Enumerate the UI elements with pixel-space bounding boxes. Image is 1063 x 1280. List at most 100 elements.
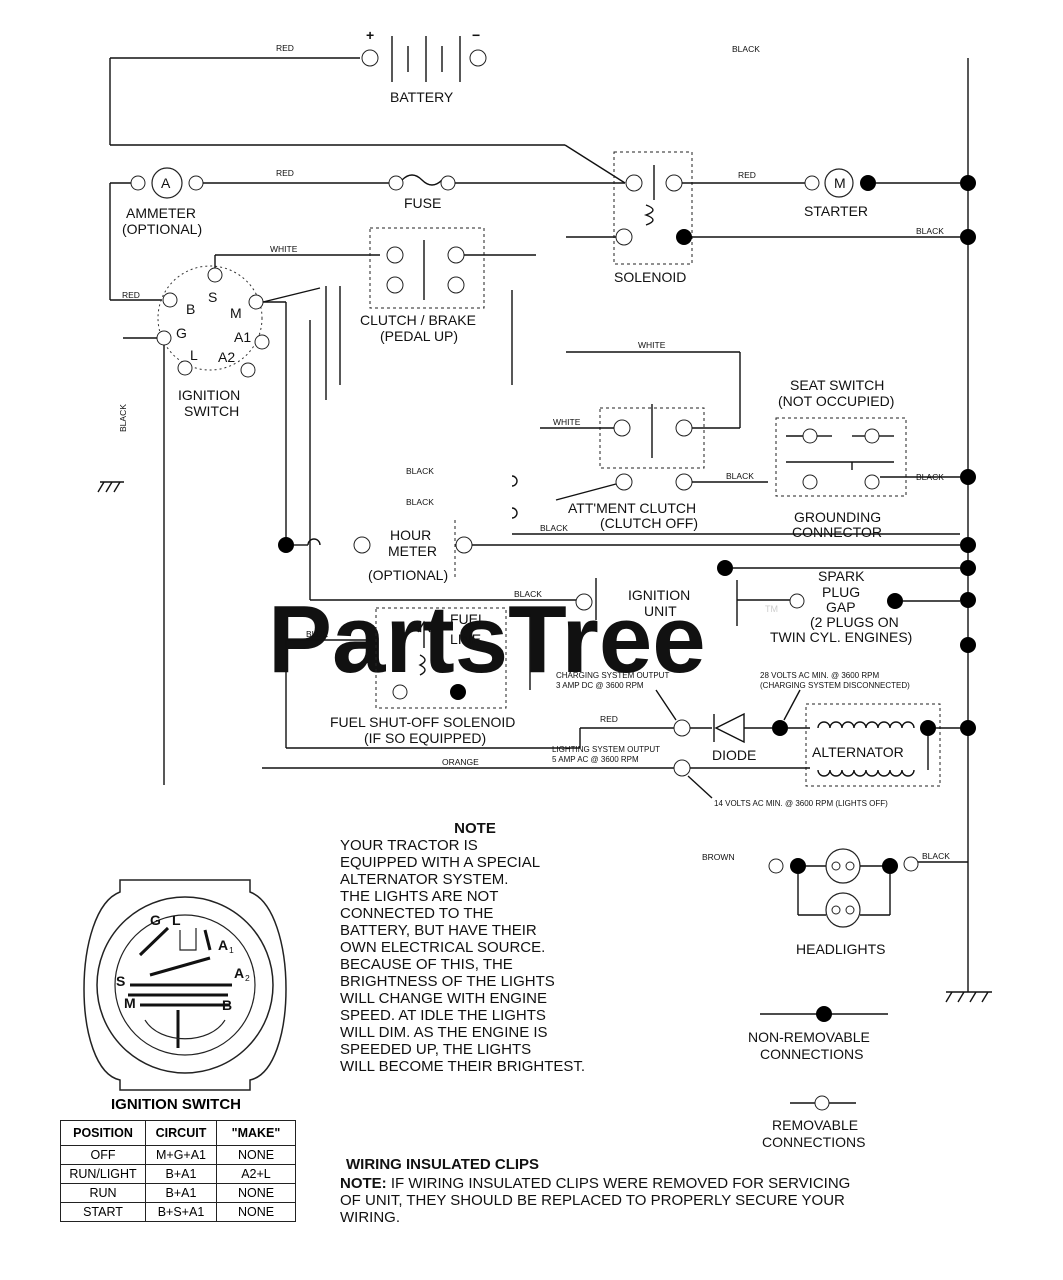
ground-symbol-left <box>97 481 124 493</box>
svg-text:REMOVABLE: REMOVABLE <box>772 1117 858 1133</box>
svg-text:RED: RED <box>276 168 294 178</box>
svg-text:NON-REMOVABLE: NON-REMOVABLE <box>748 1029 870 1045</box>
ignition-switch: B S M G A1 L A2 IGNITION SWITCH <box>156 265 270 419</box>
svg-text:HOUR: HOUR <box>390 527 431 543</box>
svg-text:LIGHTING SYSTEM OUTPUT: LIGHTING SYSTEM OUTPUT <box>552 745 660 754</box>
svg-text:G: G <box>176 325 187 341</box>
svg-text:A: A <box>234 965 244 981</box>
legend-removable: REMOVABLE CONNECTIONS <box>762 1095 865 1150</box>
clips-note-label: NOTE: <box>340 1175 387 1192</box>
svg-text:(2 PLUGS ON: (2 PLUGS ON <box>810 614 899 630</box>
svg-text:DIODE: DIODE <box>712 747 756 763</box>
svg-text:IGNITION: IGNITION <box>628 587 690 603</box>
col-circuit: CIRCUIT <box>145 1120 217 1146</box>
svg-text:14 VOLTS AC MIN. @ 3600 RPM (L: 14 VOLTS AC MIN. @ 3600 RPM (LIGHTS OFF) <box>714 799 888 808</box>
svg-text:FUEL: FUEL <box>450 611 486 627</box>
legend-nonremovable: NON-REMOVABLE CONNECTIONS <box>748 1006 888 1062</box>
lighting-output: LIGHTING SYSTEM OUTPUT 5 AMP AC @ 3600 R… <box>552 745 888 808</box>
svg-text:(CLUTCH OFF): (CLUTCH OFF) <box>600 515 698 531</box>
svg-text:L: L <box>190 347 198 363</box>
note-title: NOTE <box>454 820 496 837</box>
svg-text:WHITE: WHITE <box>553 417 581 427</box>
svg-text:WHITE: WHITE <box>270 244 298 254</box>
headlights: BROWN BLACK HEADLIGHTS <box>702 848 968 957</box>
alternator: ALTERNATOR <box>805 703 941 787</box>
svg-text:A: A <box>161 175 171 191</box>
ammeter: A AMMETER (OPTIONAL) <box>109 167 204 301</box>
svg-text:(OPTIONAL): (OPTIONAL) <box>122 221 202 237</box>
ignition-unit: IGNITION UNIT <box>575 578 690 620</box>
svg-text:LINE: LINE <box>450 631 481 647</box>
svg-text:5 AMP AC @ 3600 RPM: 5 AMP AC @ 3600 RPM <box>552 755 639 764</box>
svg-text:IGNITION: IGNITION <box>178 387 240 403</box>
svg-text:G: G <box>150 912 161 928</box>
col-make: "MAKE" <box>216 1120 296 1146</box>
svg-text:B: B <box>186 301 195 317</box>
svg-text:UNIT: UNIT <box>644 603 677 619</box>
ignition-table: POSITION CIRCUIT "MAKE" OFF M+G+A1 NONE … <box>60 1120 296 1222</box>
svg-text:M: M <box>834 175 846 191</box>
svg-text:CONNECTIONS: CONNECTIONS <box>762 1134 865 1150</box>
svg-text:28 VOLTS AC MIN. @ 3600 RPM: 28 VOLTS AC MIN. @ 3600 RPM <box>760 671 879 680</box>
ground-symbol-right <box>945 991 992 1003</box>
hour-meter: HOUR METER (OPTIONAL) <box>353 520 473 583</box>
svg-text:−: − <box>472 27 480 43</box>
svg-text:BLACK: BLACK <box>118 404 128 432</box>
svg-text:ORANGE: ORANGE <box>442 757 479 767</box>
clips-block: WIRING INSULATED CLIPS NOTE: IF WIRING I… <box>340 1156 860 1226</box>
svg-text:S: S <box>116 973 125 989</box>
svg-text:L: L <box>172 912 181 928</box>
svg-text:PLUG: PLUG <box>822 584 860 600</box>
svg-text:2: 2 <box>245 973 250 983</box>
ignition-switch-face: G L A 1 A 2 S M B <box>83 879 287 1091</box>
attachment-clutch-switch: ATT'MENT CLUTCH (CLUTCH OFF) <box>568 404 705 531</box>
svg-text:(PEDAL UP): (PEDAL UP) <box>380 328 458 344</box>
svg-text:SEAT SWITCH: SEAT SWITCH <box>790 377 884 393</box>
svg-text:ALTERNATOR: ALTERNATOR <box>812 744 904 760</box>
seat-switch: SEAT SWITCH (NOT OCCUPIED) <box>775 377 907 497</box>
svg-text:WHITE: WHITE <box>638 340 666 350</box>
svg-text:BLUE: BLUE <box>306 629 329 639</box>
svg-text:(OPTIONAL): (OPTIONAL) <box>368 567 448 583</box>
svg-text:BLACK: BLACK <box>514 589 542 599</box>
svg-text:BLACK: BLACK <box>406 466 434 476</box>
fuel-shutoff-solenoid: FUEL LINE FUEL SHUT-OFF SOLENOID (IF SO … <box>330 607 515 746</box>
svg-text:RED: RED <box>122 290 140 300</box>
note-block: NOTE YOUR TRACTOR IS EQUIPPED WITH A SPE… <box>340 820 640 1075</box>
svg-text:GAP: GAP <box>826 599 856 615</box>
svg-text:(NOT OCCUPIED): (NOT OCCUPIED) <box>778 393 894 409</box>
table-row: START B+S+A1 NONE <box>60 1202 296 1222</box>
clutch-brake-switch: CLUTCH / BRAKE (PEDAL UP) <box>360 227 485 344</box>
spark-plug: SPARK PLUG GAP (2 PLUGS ON TWIN CYL. ENG… <box>770 568 912 645</box>
ignition-table-title: IGNITION SWITCH <box>111 1096 241 1113</box>
svg-text:BROWN: BROWN <box>702 852 735 862</box>
watermark-tm: TM <box>765 604 778 614</box>
svg-text:TWIN CYL. ENGINES): TWIN CYL. ENGINES) <box>770 629 912 645</box>
col-position: POSITION <box>60 1120 146 1146</box>
svg-text:1: 1 <box>229 945 234 955</box>
svg-text:RED: RED <box>738 170 756 180</box>
svg-text:BLACK: BLACK <box>406 497 434 507</box>
svg-text:SPARK: SPARK <box>818 568 865 584</box>
fuse: FUSE <box>388 174 456 211</box>
bus-nodes <box>960 175 976 736</box>
svg-text:(CHARGING SYSTEM DISCONNECTED): (CHARGING SYSTEM DISCONNECTED) <box>760 681 910 690</box>
svg-text:BLACK: BLACK <box>922 851 950 861</box>
svg-text:BLACK: BLACK <box>540 523 568 533</box>
svg-text:BLACK: BLACK <box>916 226 944 236</box>
svg-text:BLACK: BLACK <box>916 472 944 482</box>
battery: + − BATTERY <box>109 27 626 184</box>
svg-text:ATT'MENT CLUTCH: ATT'MENT CLUTCH <box>568 500 696 516</box>
svg-text:SWITCH: SWITCH <box>184 403 239 419</box>
svg-text:FUEL SHUT-OFF SOLENOID: FUEL SHUT-OFF SOLENOID <box>330 714 515 730</box>
svg-text:FUSE: FUSE <box>404 195 441 211</box>
svg-text:HEADLIGHTS: HEADLIGHTS <box>796 941 885 957</box>
svg-text:AMMETER: AMMETER <box>126 205 196 221</box>
svg-text:CHARGING SYSTEM OUTPUT: CHARGING SYSTEM OUTPUT <box>556 671 669 680</box>
svg-text:RED: RED <box>276 43 294 53</box>
solenoid: SOLENOID <box>613 151 693 285</box>
svg-text:3 AMP DC @ 3600 RPM: 3 AMP DC @ 3600 RPM <box>556 681 644 690</box>
starter: M STARTER <box>804 168 876 219</box>
svg-text:A2: A2 <box>218 349 235 365</box>
svg-text:CONNECTOR: CONNECTOR <box>792 524 882 540</box>
